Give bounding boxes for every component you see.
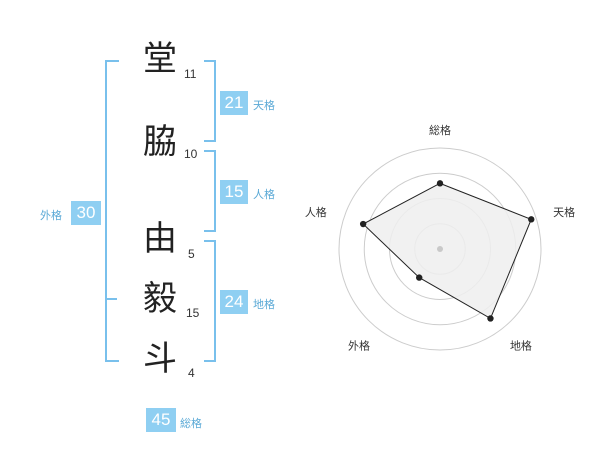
radar-axis-label-3: 地格: [510, 338, 532, 352]
name-char-4: 毅: [143, 279, 177, 319]
radar-axis-label-2: 天格: [553, 205, 575, 219]
radar-center: [437, 246, 443, 252]
gaikaku-label: 外格: [40, 209, 62, 222]
gaikaku-badge: 30: [71, 201, 101, 225]
jinkaku-badge: 15: [220, 180, 248, 204]
name-char-5: 斗: [143, 339, 177, 379]
radar-point-1: [436, 180, 444, 187]
jinkaku-label: 人格: [253, 188, 275, 201]
jinkaku-bracket: [204, 150, 216, 232]
radar-ring: [338, 147, 542, 351]
soukaku-label: 総格: [180, 417, 202, 430]
stroke-count-3: 5: [188, 247, 195, 261]
chikaku-label: 地格: [253, 298, 275, 311]
radar-area: [362, 182, 532, 320]
chikaku-badge: 24: [220, 290, 248, 314]
chikaku-bracket: [204, 240, 216, 362]
radar-axis-label-4: 外格: [348, 338, 370, 352]
radar-points: [359, 180, 535, 322]
radar-point-4: [416, 274, 423, 281]
radar-point-2: [528, 216, 535, 223]
tenkaku-label: 天格: [253, 99, 275, 112]
stroke-count-4: 15: [186, 306, 200, 320]
radar-point-3: [487, 315, 494, 322]
soukaku-badge: 45: [146, 408, 176, 432]
name-char-3: 由: [143, 219, 177, 259]
name-char-1: 堂: [143, 39, 177, 79]
gaikaku-bracket-inner: [105, 298, 117, 300]
radar-point-5: [359, 220, 367, 228]
radar-axis-label-5: 人格: [305, 205, 327, 219]
stroke-count-5: 4: [188, 366, 195, 380]
stroke-count-2: 10: [184, 147, 198, 161]
radar-axis-label-1: 総格: [429, 123, 451, 137]
tenkaku-badge: 21: [220, 91, 248, 115]
tenkaku-bracket: [204, 60, 216, 142]
name-char-2: 脇: [143, 122, 177, 162]
gaikaku-bracket: [105, 60, 119, 362]
stroke-count-1: 11: [184, 67, 197, 81]
